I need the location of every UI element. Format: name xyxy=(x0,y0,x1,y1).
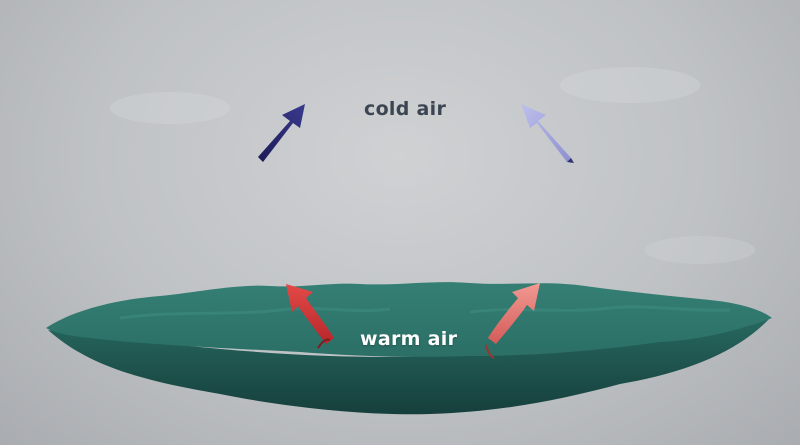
water-surface xyxy=(46,282,772,357)
cold-arrow-right xyxy=(521,104,574,163)
warm-arrow-left xyxy=(286,284,334,349)
background-clouds xyxy=(110,67,755,264)
water-body xyxy=(46,282,772,415)
cold-arrow-left xyxy=(258,104,305,162)
cold-air-label: cold air xyxy=(364,98,447,120)
warm-air-label: warm air xyxy=(360,328,458,350)
water-side xyxy=(48,318,770,415)
warm-arrow-right xyxy=(485,283,540,359)
